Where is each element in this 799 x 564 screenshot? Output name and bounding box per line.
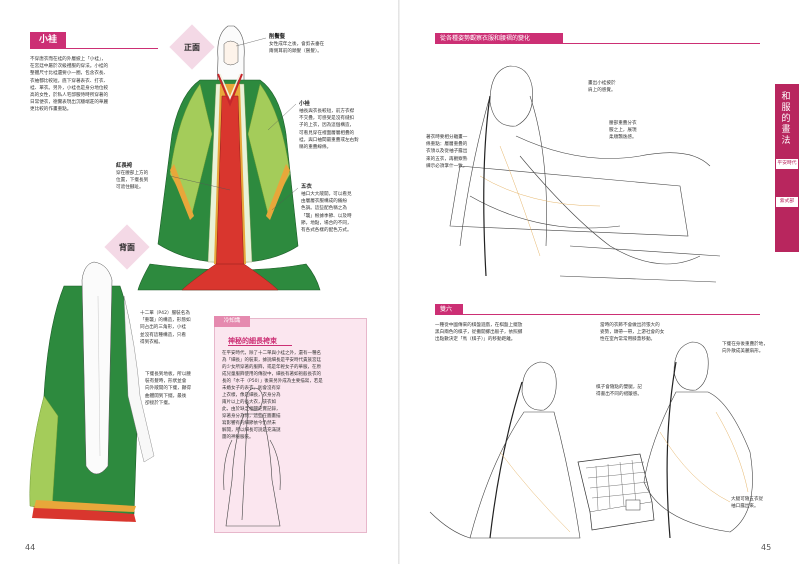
right-page: 從各種姿勢觀察衣服和腰褶的變化 畫出小袿披於 肩上的感覺。 著衣時要相分離畫一 … [400,0,799,564]
title-underline [66,48,158,49]
tip-tag: 冷知識 [214,316,250,327]
section1-note-2: 著衣時要相分離畫一 條重點：層層重疊的 衣領以及從袖子露出 來的五衣，再觀察熟 … [426,135,468,169]
page-number-left: 44 [25,543,36,552]
section2-note-4: 大腿可隨五衣從 袖口露出來。 [731,497,764,510]
section2-title: 雙六 [435,304,463,315]
note-text-sagari: 女性成年之後，會剪去垂在 兩側耳前的頭髮（鬢髮）。 [269,42,325,55]
leader-lines-front [169,37,299,211]
tip-heading: 神秘的細長袴束 [228,337,277,345]
section2-line [463,314,760,315]
chapter-side-sub1: 平安時代 [775,158,799,170]
tip-box [214,318,367,533]
chapter-side-title: 和服的畫法 [781,92,791,146]
note-text-nagabakama: 穿在腰部上方的 位置，下擺長到 可遮住腳趾。 [116,171,149,191]
section2-note-1: 當時的衣飾不會做出誇張大的 姿勢，頭帶一帶，上游社會的女 性在室內常常用膝蓋移動… [600,323,665,343]
left-page: 小袿 不穿唐衣而在袿的外層披上「小袿」， 在宮廷中屬於次級禮服的穿法。小袿的 整… [0,0,399,564]
section2-note-3: 棋子會隨點的雙腿，記 得書出不同的褶皺感。 [596,385,642,398]
front-label: 正面 [184,43,200,52]
sugoroku-scene-illustration [429,341,753,539]
book-gutter [398,0,401,564]
note-title-sagari: 削鬢髮 [269,34,286,40]
note-text-itsutsuginu: 袖口大大敞開，可以看見 由層層衣服構成的繽紛 色調。這些配色稱之為 「襲」根據季… [301,192,352,234]
tip-figure-illustration [223,387,281,527]
chapter-side-sub2: 紫式部 [775,196,799,208]
page-title: 小袿 [30,32,66,49]
reclining-figure-illustration [449,65,721,283]
section2-intro: 一種從中國傳來的棋盤遊戲，在棋盤上擺放 黑白兩色的棋子，從攤開擲出骰子，依照擲 … [435,323,523,343]
back-note-2: 下擺長到地板，所以腰 裝有髮時，形狀並會 向外敞開的下擺，顯得 曲體開到下擺，最… [145,372,191,406]
note-title-itsutsuginu: 五衣 [301,184,312,190]
section2-note-2: 下擺在身後重疊於地， 向外散成美麗扇形。 [722,342,768,355]
section1-title: 從各種姿勢觀察衣服和腰褶的變化 [435,33,563,44]
note-title-kouchiki: 小袿 [299,101,310,107]
back-figure-illustration [29,261,155,522]
front-figure-illustration [137,25,321,291]
tip-heading-underline [228,345,292,346]
back-label: 背面 [119,243,135,252]
back-note-1: 十二單（P42）服裝名為 「重襲」的構造，形態如 同占出的三角形，小袿 並沒有這… [140,311,191,345]
page-number-right: 45 [761,543,772,552]
note-text-kouchiki: 袖長與衣長較短，前方衣襟 不交疊，可感受是沒有縫扣 子的上衣，因為這個構造， 可… [299,109,359,151]
section1-line [563,43,760,44]
note-title-nagabakama: 紅長袴 [116,163,133,169]
intro-text: 不穿唐衣而在袿的外層披上「小袿」， 在宮廷中屬於次級禮服的穿法。小袿的 整體尺寸… [30,57,109,113]
section1-note-3: 腰部重疊分衣 服之上，展現 柔順飄逸感。 [609,121,637,141]
section1-note-1: 畫出小袿披於 肩上的感覺。 [588,81,616,94]
